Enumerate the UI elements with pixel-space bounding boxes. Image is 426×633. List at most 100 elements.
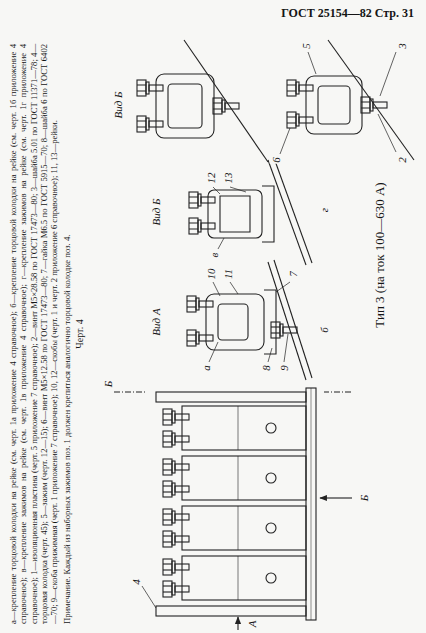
assembly-view xyxy=(163,509,189,525)
callout-number: 11 xyxy=(222,268,235,280)
view-b-lower xyxy=(318,86,350,124)
section-view-b xyxy=(208,190,262,238)
section-view-b xyxy=(230,187,246,192)
callout-number: Б xyxy=(358,494,371,503)
callout-number: б xyxy=(318,326,331,334)
view-b-upper xyxy=(137,40,268,162)
assembly-view xyxy=(156,606,306,616)
assembly-view xyxy=(266,423,276,433)
section-view-a xyxy=(274,260,312,378)
assembly-view xyxy=(182,556,306,600)
view-b-upper xyxy=(137,80,163,96)
rotated-sheet: а—крепление торцовой колодки на рейке (с… xyxy=(6,37,421,630)
view-b-upper xyxy=(168,84,202,128)
assembly-view xyxy=(182,456,306,500)
view-b-lower xyxy=(280,128,290,154)
assembly-view xyxy=(266,573,276,583)
view-b-upper xyxy=(213,98,239,114)
drawing-title: Тип 3 (на ток 100—630 А) xyxy=(373,182,388,327)
assembly-view xyxy=(320,497,352,498)
assembly-view xyxy=(237,617,238,630)
callout-number: 6 xyxy=(270,156,283,164)
callout-number: в xyxy=(208,252,221,259)
view-b-upper xyxy=(137,116,163,132)
assembly-view xyxy=(163,531,189,547)
section-view-a xyxy=(268,262,306,380)
assembly-view xyxy=(163,406,306,600)
section-view-a xyxy=(187,260,312,380)
section-view-a xyxy=(187,296,213,312)
legend-text: а—крепление торцовой колодки на рейке (с… xyxy=(8,44,60,624)
assembly-view xyxy=(163,409,189,425)
callout-number: 2 xyxy=(396,156,409,164)
assembly-view xyxy=(238,456,239,500)
callout-number: 8 xyxy=(260,364,273,372)
section-view-a xyxy=(284,334,288,362)
view-b-lower xyxy=(308,52,316,74)
assembly-view xyxy=(306,388,316,620)
assembly-view xyxy=(114,388,352,630)
view-b-lower xyxy=(328,40,414,160)
section-view-a xyxy=(213,282,220,296)
legend-text: Примечание. Каждый из наборных зажимов п… xyxy=(62,44,72,624)
assembly-view xyxy=(163,459,189,475)
assembly-view xyxy=(311,388,312,620)
callout-number: 13 xyxy=(222,172,235,185)
view-b-upper xyxy=(184,40,268,162)
callout-number: 10 xyxy=(205,268,218,281)
callout-number: А xyxy=(246,620,259,629)
callout-number: 12 xyxy=(205,172,218,185)
section-view-b xyxy=(189,218,215,234)
section-view-b xyxy=(213,187,220,194)
callout-number: 7 xyxy=(287,270,300,278)
section-view-b xyxy=(262,186,274,242)
view-b-lower xyxy=(378,114,396,152)
callout-number: 3 xyxy=(396,42,409,50)
assembly-view xyxy=(266,473,276,483)
assembly-view xyxy=(182,406,306,450)
assembly-view xyxy=(163,481,189,497)
callout-number: 5 xyxy=(300,42,313,50)
section-view-a xyxy=(218,304,248,340)
callout-number: а xyxy=(200,364,213,372)
section-view-b xyxy=(218,238,224,249)
assembly-view xyxy=(156,392,306,402)
section-view-a xyxy=(268,348,272,362)
callout-number: 4 xyxy=(130,578,143,586)
assembly-view xyxy=(163,581,189,597)
callout-number: г xyxy=(318,207,331,213)
section-view-b xyxy=(274,158,312,263)
view-b-lower xyxy=(306,76,362,134)
assembly-view xyxy=(182,506,306,550)
view-b-lower xyxy=(380,52,396,96)
section-view-b xyxy=(189,158,312,265)
assembly-view xyxy=(238,406,239,450)
assembly-view xyxy=(142,586,156,608)
assembly-view xyxy=(238,556,239,600)
section-view-b xyxy=(189,192,215,208)
section-view-a xyxy=(187,330,213,346)
section-view-a xyxy=(276,282,290,292)
callout-number: Б xyxy=(102,380,115,389)
view-b-lower xyxy=(361,97,387,113)
section-view-a xyxy=(230,282,238,294)
view-b-lower xyxy=(287,112,313,128)
assembly-view xyxy=(324,391,351,392)
section-view-a xyxy=(271,322,297,338)
section-view-b xyxy=(220,196,250,232)
view-b-lower xyxy=(287,80,313,96)
assembly-view xyxy=(266,523,276,533)
section-view-a xyxy=(209,342,218,362)
section-view-a xyxy=(206,294,264,350)
assembly-view xyxy=(238,506,239,550)
view-b-upper xyxy=(156,74,214,138)
assembly-view xyxy=(163,431,189,447)
assembly-view xyxy=(114,391,146,392)
view-b-lower xyxy=(280,40,414,160)
page-header: ГОСТ 25154—82 Стр. 31 xyxy=(281,6,414,21)
callout-number: Вид Б xyxy=(112,90,125,119)
callout-number: Вид Б xyxy=(150,197,163,226)
callout-number: 9 xyxy=(278,364,291,372)
assembly-view xyxy=(163,559,189,575)
callout-number: Вид А xyxy=(150,307,163,336)
